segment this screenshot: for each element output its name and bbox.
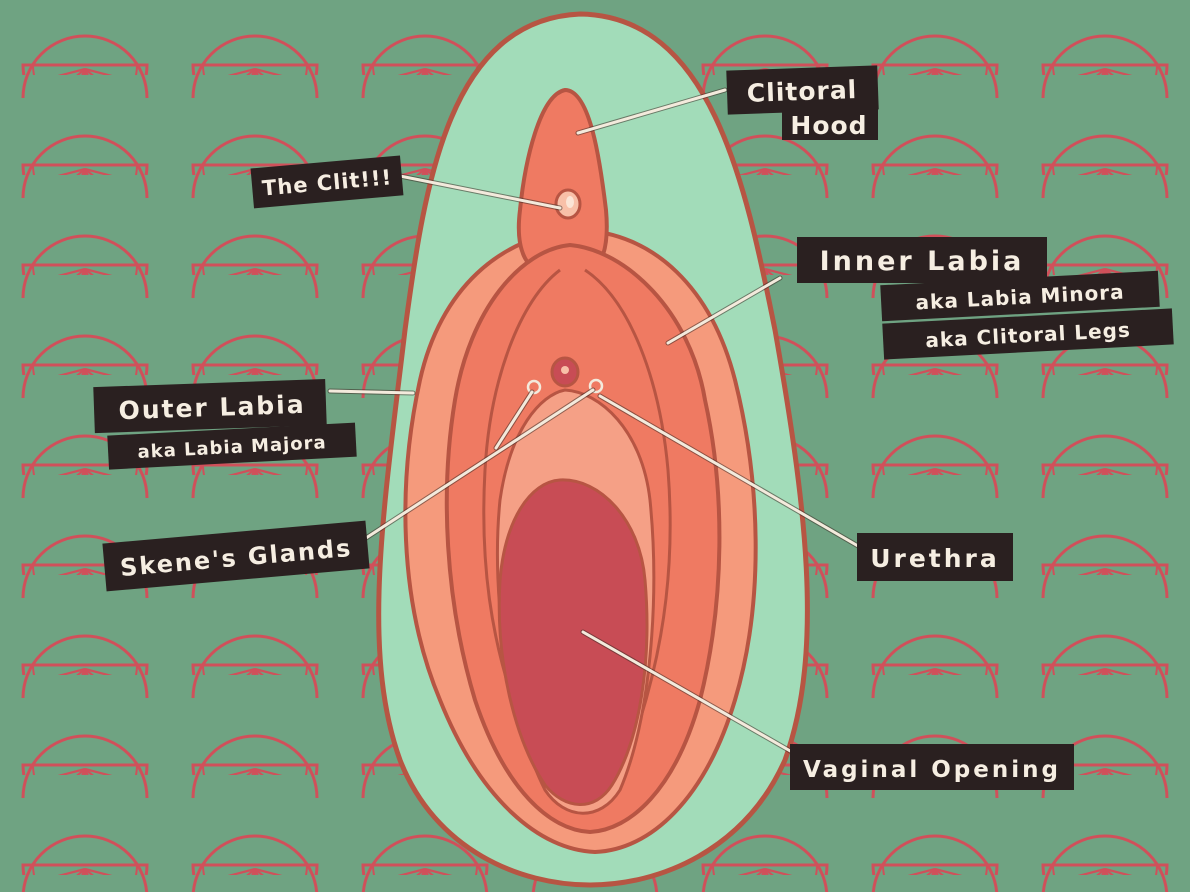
leader-urethra (598, 394, 860, 548)
label-inner-labia: Inner Labia aka Labia Minora aka Clitora… (797, 237, 1174, 360)
skenes-gland-right (588, 378, 604, 394)
leader-clitoral-hood (576, 88, 727, 135)
inner-fold-right (584, 268, 672, 721)
label-urethra: Urethra (857, 533, 1013, 581)
label-clitoral-hood-line2: Hood (790, 111, 867, 140)
leader-outer-labia (328, 389, 415, 395)
label-inner-labia-text: Inner Labia (820, 246, 1025, 277)
clitoris-highlight (566, 196, 574, 208)
leader-inner-labia (666, 276, 782, 345)
leader-skenes-glands-right (364, 388, 595, 540)
leader-lines (327, 87, 861, 755)
label-vaginal-opening: Vaginal Opening (790, 744, 1074, 790)
leader-clit (398, 174, 562, 210)
label-urethra-text: Urethra (870, 544, 1000, 573)
label-clit: The Clit!!! (250, 155, 404, 209)
label-outer-labia-text: Outer Labia (118, 390, 306, 426)
urethra-highlight (561, 366, 569, 374)
label-clitoral-hood-line1: Clitoral (746, 75, 857, 108)
label-vaginal-opening-text: Vaginal Opening (803, 757, 1061, 783)
leader-vaginal-opening (581, 630, 794, 754)
vulva-illustration (376, 11, 810, 888)
leader-skenes-glands-left (494, 390, 534, 450)
vaginal-opening-shape (497, 478, 649, 806)
label-skenes-glands: Skene's Glands (102, 520, 370, 592)
inner-fold-left (482, 268, 561, 721)
label-clitoral-hood: Clitoral Hood (726, 65, 879, 140)
label-outer-labia: Outer Labia aka Labia Majora (93, 379, 357, 470)
